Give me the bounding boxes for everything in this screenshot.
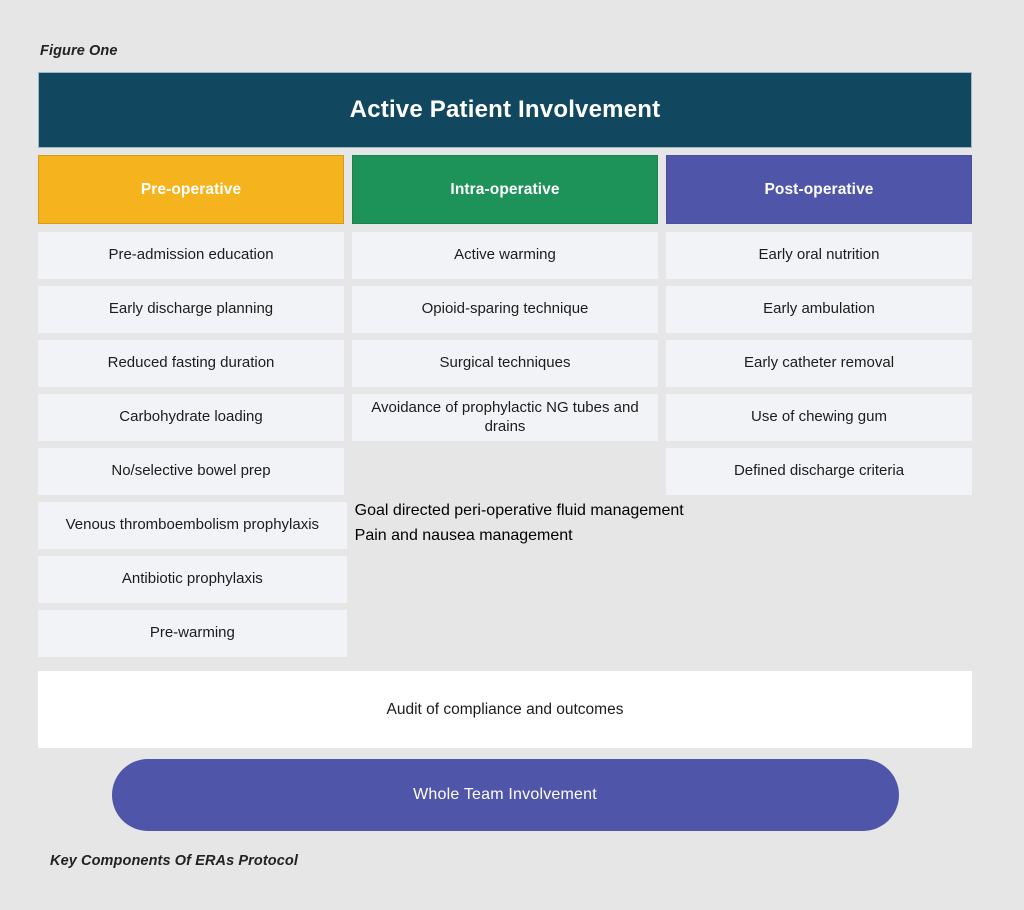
whole-team-involvement-pill: Whole Team Involvement xyxy=(111,759,899,831)
list-item[interactable]: Early catheter removal xyxy=(666,340,972,387)
spanning-row-pain-nausea[interactable]: Pain and nausea management xyxy=(354,527,573,544)
audit-bar: Audit of compliance and outcomes xyxy=(38,671,972,748)
list-item[interactable]: Venous thromboembolism prophylaxis xyxy=(38,502,347,549)
list-item[interactable]: Use of chewing gum xyxy=(666,394,972,441)
list-item[interactable]: Carbohydrate loading xyxy=(38,394,344,441)
list-item[interactable]: Early oral nutrition xyxy=(666,232,972,279)
column-header-row: Pre-operative Intra-operative Post-opera… xyxy=(38,155,972,224)
column-pre-operative: Pre-admission education Early discharge … xyxy=(38,232,344,495)
grid-body-lower: Venous thromboembolism prophylaxis Antib… xyxy=(38,502,972,657)
list-item[interactable]: Active warming xyxy=(352,232,658,279)
list-item[interactable]: Pre-warming xyxy=(38,610,347,657)
column-header-intra-operative[interactable]: Intra-operative xyxy=(352,155,658,224)
list-item[interactable]: No/selective bowel prep xyxy=(38,448,344,495)
spanning-rows-group: Goal directed peri-operative fluid manag… xyxy=(355,502,972,657)
column-header-post-operative[interactable]: Post-operative xyxy=(666,155,972,224)
grid-body-upper: Pre-admission education Early discharge … xyxy=(38,232,972,495)
list-item[interactable]: Early discharge planning xyxy=(38,286,344,333)
list-item[interactable]: Opioid-sparing technique xyxy=(352,286,658,333)
figure-bottom-caption: Key Components Of ERAs Protocol xyxy=(50,853,299,869)
list-item[interactable]: Antibiotic prophylaxis xyxy=(38,556,347,603)
figure-top-label: Figure One xyxy=(40,43,118,59)
list-item[interactable]: Reduced fasting duration xyxy=(38,340,344,387)
column-post-operative: Early oral nutrition Early ambulation Ea… xyxy=(666,232,972,495)
spanning-row-fluid-management[interactable]: Goal directed peri-operative fluid manag… xyxy=(354,502,684,519)
column-intra-operative: Active warming Opioid-sparing technique … xyxy=(352,232,658,495)
list-item[interactable]: Early ambulation xyxy=(666,286,972,333)
column-pre-operative-continued: Venous thromboembolism prophylaxis Antib… xyxy=(38,502,347,657)
list-item[interactable]: Pre-admission education xyxy=(38,232,344,279)
empty-cell xyxy=(352,448,658,495)
column-header-pre-operative[interactable]: Pre-operative xyxy=(38,155,344,224)
list-item[interactable]: Surgical techniques xyxy=(352,340,658,387)
list-item[interactable]: Avoidance of prophylactic NG tubes and d… xyxy=(352,394,658,441)
banner-active-patient-involvement: Active Patient Involvement xyxy=(38,72,972,148)
pill-container: Whole Team Involvement xyxy=(38,759,972,831)
diagram-container: Active Patient Involvement Pre-operative… xyxy=(38,72,972,831)
list-item[interactable]: Defined discharge criteria xyxy=(666,448,972,495)
